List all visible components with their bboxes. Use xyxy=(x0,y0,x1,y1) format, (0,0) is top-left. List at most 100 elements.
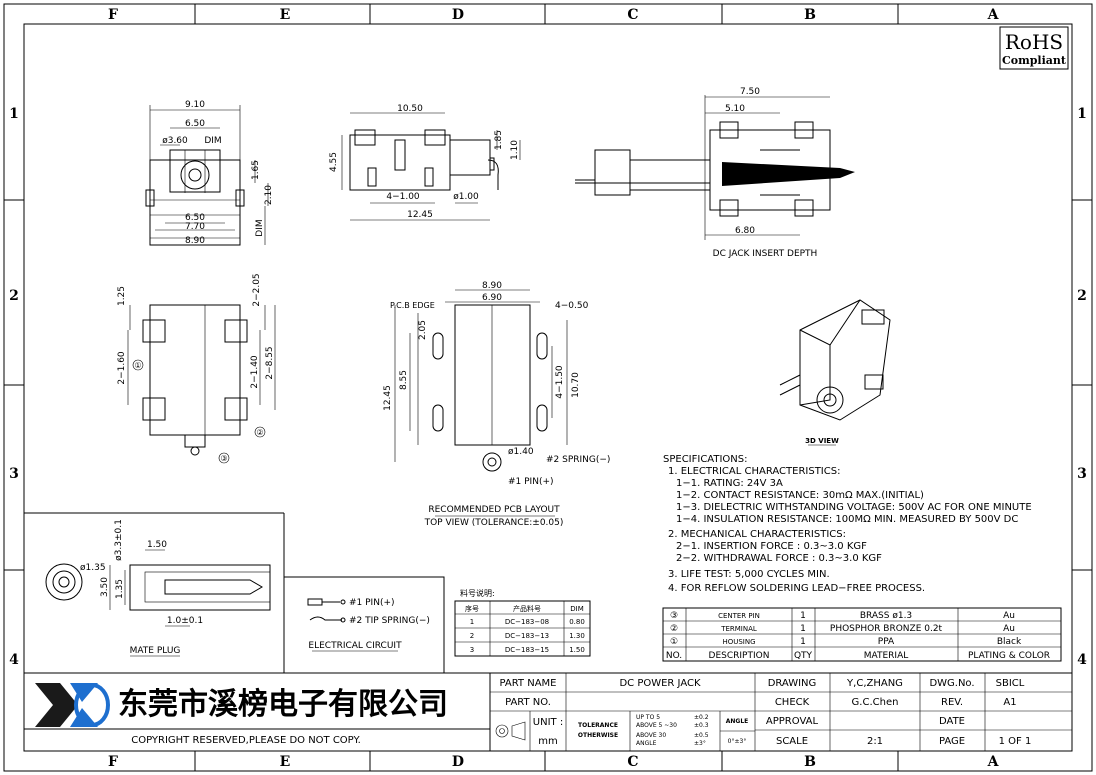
bom-header-qty: QTY xyxy=(794,651,813,661)
dwg-no-label: DWG.No. xyxy=(929,678,974,689)
copyright-notice: COPYRIGHT RESERVED,PLEASE DO NOT COPY. xyxy=(131,735,361,746)
check-label: CHECK xyxy=(775,697,810,708)
bom-row-3-qty: 1 xyxy=(800,637,806,647)
zone-letter-d: D xyxy=(452,7,464,23)
tol-range-1: UP TO 5 xyxy=(636,714,660,721)
part-no-label: PART NO. xyxy=(505,697,551,708)
bom-row-3-plating: Black xyxy=(997,637,1022,647)
mate-plug-panel: ø3.3±0.1 1.50 ø1.35 3.50 1.35 1.0±0.1 MA… xyxy=(24,512,285,673)
dim-top-2-8-55: 2−8.55 xyxy=(265,346,275,379)
circuit-spring-label: #2 TIP SPRING(−) xyxy=(349,616,430,626)
company-name: 东莞市溪榜电子有限公司 xyxy=(118,687,448,721)
spec-line-1: 1. ELECTRICAL CHARACTERISTICS: xyxy=(668,466,840,477)
bom-row-2-desc: TERMINAL xyxy=(720,625,757,633)
tol-value-3: ±0.5 xyxy=(694,732,709,739)
zone-number-2-right: 2 xyxy=(1077,288,1087,304)
dim-top-1-25: 1.25 xyxy=(117,286,127,306)
tol-range-4: ANGLE xyxy=(636,740,657,747)
tol-range-3: ABOVE 30 xyxy=(636,732,666,739)
dim-front-9-10: 9.10 xyxy=(185,100,205,110)
zone-ticks xyxy=(4,4,1092,771)
dim-plug-3-3: ø3.3±0.1 xyxy=(114,519,124,561)
bom-header-plating: PLATING & COLOR xyxy=(968,651,1050,661)
dim-section-5-10: 5.10 xyxy=(725,104,745,114)
zone-number-4: 4 xyxy=(9,652,19,668)
unit-value: mm xyxy=(538,736,557,747)
bom-row-2-material: PHOSPHOR BRONZE 0.2t xyxy=(830,624,943,634)
dim-section-6-80: 6.80 xyxy=(735,226,755,236)
spec-line-9: 3. LIFE TEST: 5,000 CYCLES MIN. xyxy=(668,569,830,580)
tol-range-2: ABOVE 5 ~30 xyxy=(636,722,677,729)
zone-letter-b-bottom: B xyxy=(804,754,816,770)
material-row-2-dim: 1.30 xyxy=(569,632,585,640)
view-3d: 3D VIEW xyxy=(779,299,891,446)
bom-row-1-desc: CENTER PIN xyxy=(718,612,760,620)
material-header-no: 序号 xyxy=(465,604,479,613)
electrical-circuit-panel: #1 PIN(+) #2 TIP SPRING(−) ELECTRICAL CI… xyxy=(283,576,445,674)
bom-header-no: NO. xyxy=(666,651,682,661)
dim-front-6-50-top: 6.50 xyxy=(185,119,205,129)
bom-header-material: MATERIAL xyxy=(864,651,909,661)
material-header-part: 产品料号 xyxy=(513,604,541,613)
section-caption: DC JACK INSERT DEPTH xyxy=(713,249,818,259)
check-value: G.C.Chen xyxy=(852,697,899,708)
dim-plug-1-0: 1.0±0.1 xyxy=(167,616,203,626)
dim-top-2-1-60: 2−1.60 xyxy=(117,351,127,385)
dim-front-1-65: 1.65 xyxy=(251,160,261,180)
side-view: 10.50 4.55 1.85 1.10 4−1.00 ø1.00 12.45 xyxy=(329,104,521,221)
material-header-dim: DIM xyxy=(570,605,584,613)
dim-pcb-10-70: 10.70 xyxy=(571,372,581,398)
bom-header-desc: DESCRIPTION xyxy=(709,651,770,661)
rohs-compliant: Compliant xyxy=(1002,54,1067,67)
zone-number-1: 1 xyxy=(9,106,19,122)
pcb-pin-label: #1 PIN(+) xyxy=(508,477,554,487)
pcb-edge-label: P.C.B EDGE xyxy=(390,301,435,310)
dwg-no-value: SBICL xyxy=(996,678,1025,689)
page-value: 1 OF 1 xyxy=(999,736,1032,747)
spec-line-2: 1−1. RATING: 24V 3A xyxy=(676,478,783,489)
rohs-title: RoHS xyxy=(1005,30,1063,54)
dim-side-1-10: 1.10 xyxy=(510,140,520,160)
zone-number-4-right: 4 xyxy=(1077,652,1087,668)
material-table-title: 料号说明: xyxy=(460,588,495,598)
dim-plug-1-35: 1.35 xyxy=(115,579,125,599)
dim-front-6-50-bottom: 6.50 xyxy=(185,213,205,223)
zone-letter-e: E xyxy=(280,7,291,23)
dim-pcb-2-05: 2.05 xyxy=(418,320,428,340)
zone-number-1-right: 1 xyxy=(1077,106,1087,122)
spec-line-0: SPECIFICATIONS: xyxy=(663,454,748,465)
bom-row-1-plating: Au xyxy=(1003,611,1015,621)
angle-value: 0°±3° xyxy=(728,738,747,745)
zone-letter-a: A xyxy=(987,7,1000,23)
mate-plug-caption: MATE PLUG xyxy=(130,646,181,656)
dim-front-dim-label: DIM xyxy=(204,136,221,146)
dim-side-12-45: 12.45 xyxy=(407,210,433,220)
section-view: 7.50 5.10 6.80 DC JACK INSERT DEPTH xyxy=(575,87,855,259)
zone-letter-f: F xyxy=(108,7,118,23)
spec-line-7: 2−1. INSERTION FORCE : 0.3~3.0 KGF xyxy=(676,541,867,552)
dim-plug-3-50: 3.50 xyxy=(100,577,110,597)
dim-pcb-12-45: 12.45 xyxy=(383,385,393,411)
dim-side-4-55: 4.55 xyxy=(329,152,339,172)
pcb-spring-label: #2 SPRING(−) xyxy=(546,455,610,465)
material-table: 料号说明: 序号 产品料号 DIM 1 DC−183−08 0.80 2 DC−… xyxy=(454,588,591,657)
zone-number-3-right: 3 xyxy=(1077,466,1087,482)
approval-label: APPROVAL xyxy=(766,716,819,727)
material-row-3-no: 3 xyxy=(470,646,474,654)
front-view: 9.10 6.50 ø3.60 DIM 1.65 2.10 6.50 7.70 … xyxy=(145,100,274,246)
bom-row-1-material: BRASS ø1.3 xyxy=(860,611,912,621)
callout-3: ③ xyxy=(220,454,227,463)
specifications: SPECIFICATIONS: 1. ELECTRICAL CHARACTERI… xyxy=(663,454,1032,594)
dim-plug-1-35-dia: ø1.35 xyxy=(80,563,106,573)
dim-top-2-2-05: 2−2.05 xyxy=(252,273,262,306)
spec-line-4: 1−3. DIELECTRIC WITHSTANDING VOLTAGE: 50… xyxy=(676,502,1032,513)
zone-letter-f-bottom: F xyxy=(108,754,118,770)
dim-side-1-00: ø1.00 xyxy=(453,192,479,202)
unit-label: UNIT : xyxy=(533,717,563,728)
xb-logo-icon xyxy=(35,683,110,727)
material-row-3-dim: 1.50 xyxy=(569,646,585,654)
material-row-3-part: DC−183−15 xyxy=(505,646,549,654)
dim-front-dim-label-right: DIM xyxy=(255,219,265,236)
date-label: DATE xyxy=(939,716,965,727)
